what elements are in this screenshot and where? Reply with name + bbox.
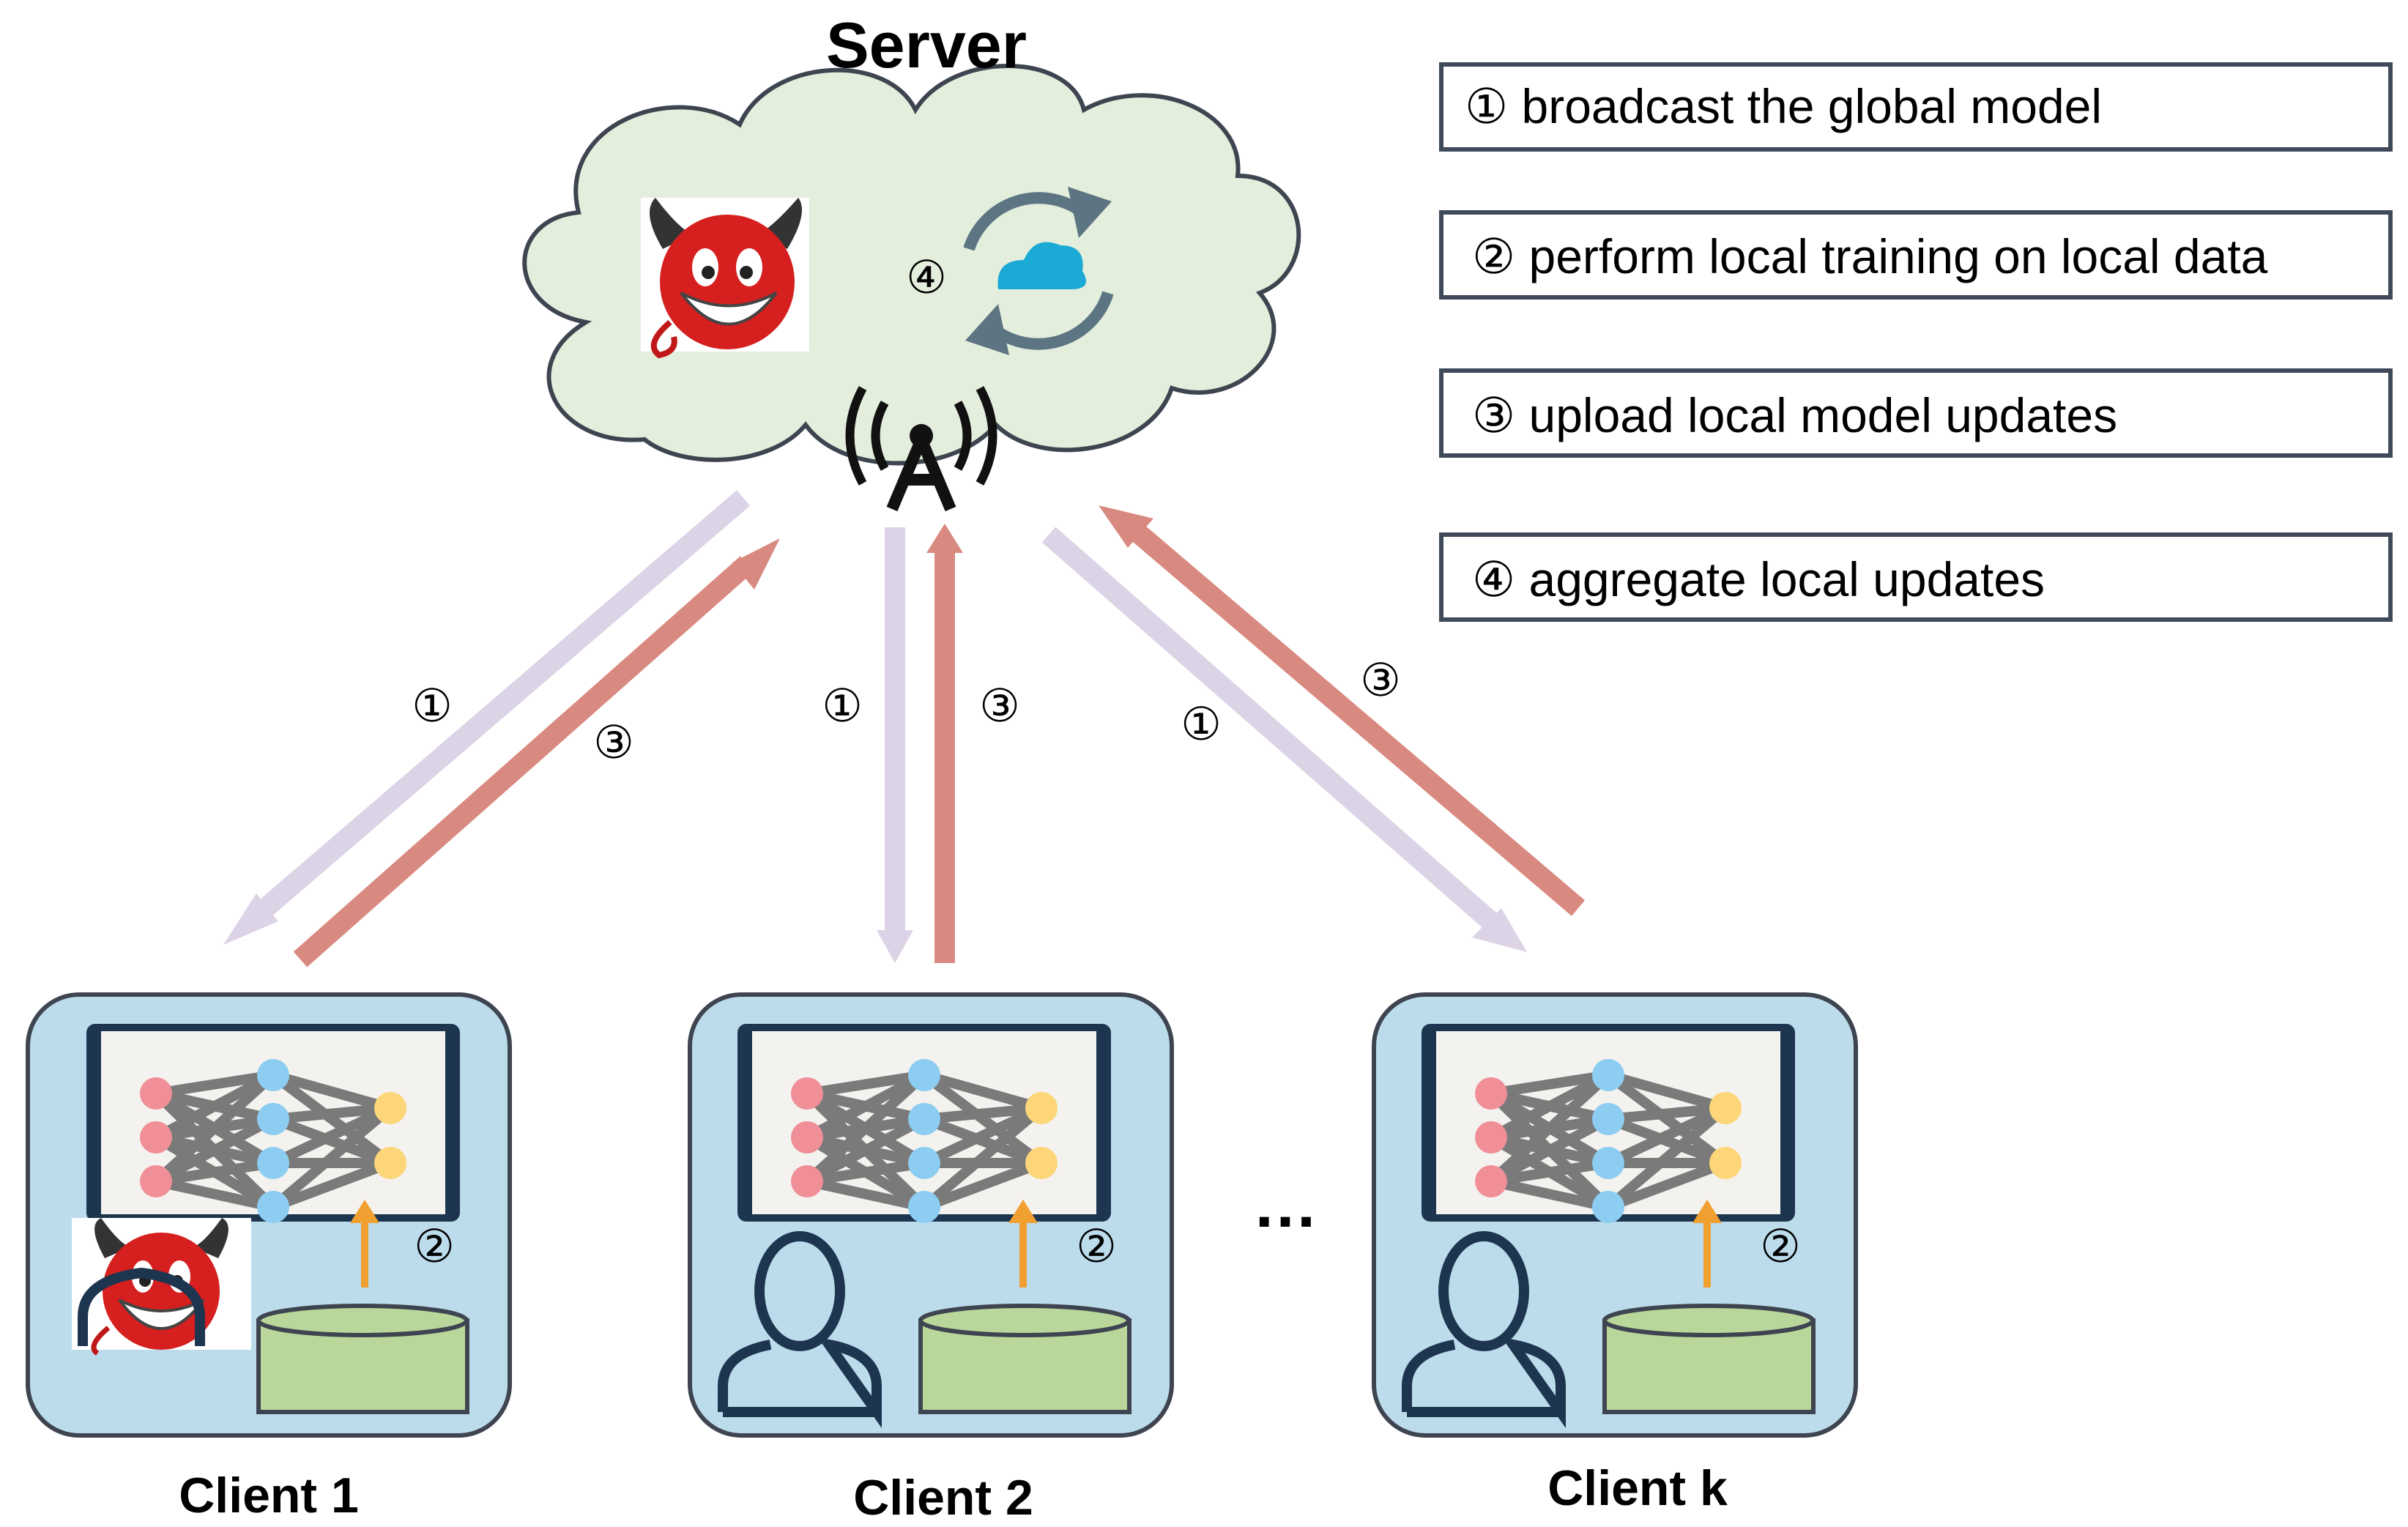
hidden-nodes [908,1059,940,1223]
antenna-icon [845,386,997,512]
client-label: Client 1 [179,1468,359,1523]
client-2: ② [688,992,1174,1438]
server-devil-icon [641,198,809,359]
local-database [256,1304,469,1414]
legend-item-upload: ③ upload local model updates [1439,368,2393,458]
training-arrow [1692,1200,1722,1288]
legend-text: ② perform local training on local data [1472,229,2268,283]
broadcast-step-marker: ① [412,679,453,732]
training-step-marker: ② [414,1219,455,1273]
client-label: Client 2 [853,1470,1033,1526]
training-step-marker: ② [1760,1219,1801,1273]
legend-item-broadcast: ① broadcast the global model [1439,62,2393,152]
input-nodes [140,1077,172,1197]
aggregate-step-marker: ④ [906,250,947,304]
upload-arrow-client2 [926,524,963,963]
legend-text: ③ upload local model updates [1472,388,2117,442]
broadcast-arrow-clientk [1041,527,1527,952]
server-title: Server [826,9,1027,81]
training-arrow [350,1200,379,1288]
upload-arrow-client1 [293,538,780,967]
output-nodes [1709,1092,1742,1179]
upload-step-marker: ③ [1360,653,1401,707]
input-nodes [791,1077,823,1197]
hidden-nodes [1592,1059,1624,1223]
upload-step-marker: ③ [593,716,634,769]
upload-arrow-clientk [1099,505,1586,916]
training-arrow [1008,1200,1038,1288]
user-icon [1402,1231,1566,1429]
cloud-sync-icon [963,187,1114,355]
malicious-user-icon [72,1218,251,1356]
upload-step-marker: ③ [979,679,1020,732]
phone-screen [737,1024,1111,1223]
local-database [918,1304,1131,1414]
training-step-marker: ② [1076,1219,1117,1273]
server-cloud: Server ④ [522,9,1301,512]
broadcast-arrow-client1 [223,490,751,945]
output-nodes [374,1092,406,1179]
more-clients-ellipsis: … [1252,1168,1318,1241]
broadcast-step-marker: ① [822,679,863,732]
legend-text: ① broadcast the global model [1465,79,2102,133]
phone-screen [86,1024,460,1223]
local-database [1602,1304,1816,1414]
communication-arrows: ① ③ ① ③ ① ③ [223,490,1586,967]
hidden-nodes [257,1059,289,1223]
legend-item-local-training: ② perform local training on local data [1439,210,2393,300]
legend-item-aggregate: ④ aggregate local updates [1439,532,2393,622]
client-k: ② [1372,992,1858,1438]
input-nodes [1475,1077,1507,1197]
output-nodes [1025,1092,1058,1179]
client-1: ② [26,992,512,1438]
broadcast-arrow-client2 [877,527,913,963]
client-label: Client k [1547,1460,1728,1516]
legend: ① broadcast the global model ② perform l… [1439,62,2393,622]
user-icon [718,1231,882,1429]
broadcast-step-marker: ① [1181,697,1222,751]
phone-screen [1422,1024,1795,1223]
legend-text: ④ aggregate local updates [1472,552,2045,606]
